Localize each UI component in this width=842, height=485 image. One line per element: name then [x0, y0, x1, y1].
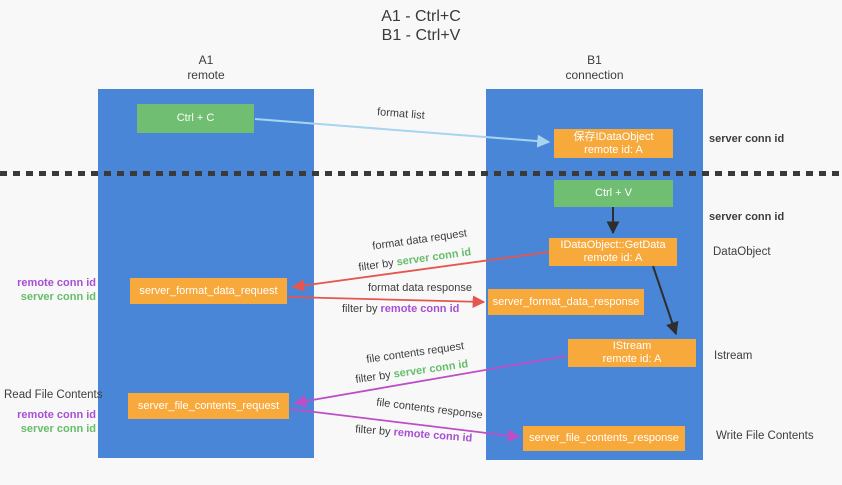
lane-b1-title: B1 [587, 53, 602, 67]
node-format-response-label: server_format_data_response [492, 295, 640, 308]
right-server-conn-id-top: server conn id [709, 133, 785, 145]
node-server-file-contents-response: server_file_contents_response [523, 426, 685, 451]
right-write-file-contents-label: Write File Contents [716, 430, 814, 442]
edge-label-file-contents-response: file contents response [375, 396, 484, 422]
remote-conn-id-label: remote conn id [17, 277, 96, 289]
server-conn-id-label: server conn id [20, 423, 96, 435]
lane-a1-title: A1 [198, 53, 214, 67]
edge-label-format-list: format list [376, 106, 426, 122]
lane-b1-subtitle: connection [565, 68, 624, 82]
node-ctrl-c-label: Ctrl + C [176, 112, 215, 124]
node-save-idataobject-line2: remote id: A [584, 143, 643, 156]
node-idataobject-getdata: IDataObject::GetData remote id: A [549, 238, 677, 266]
right-istream-label: Istream [714, 350, 753, 362]
node-server-format-data-request: server_format_data_request [130, 278, 287, 304]
left-conn-id-labels-format: remote conn id server conn id [4, 276, 96, 304]
node-file-response-label: server_file_contents_response [529, 432, 679, 444]
lane-header-b1: B1 connection [486, 53, 703, 83]
right-server-conn-id-mid: server conn id [709, 211, 785, 223]
format-data-response-arrow [287, 295, 486, 309]
node-ctrl-v-label: Ctrl + V [595, 187, 632, 199]
remote-conn-id-text: remote conn id [380, 303, 460, 315]
node-save-idataobject-line1: 保存IDataObject [573, 130, 654, 143]
node-format-request-label: server_format_data_request [139, 284, 278, 297]
node-istream-line1: IStream [612, 340, 652, 352]
read-file-contents-label: Read File Contents [4, 389, 103, 401]
node-server-file-contents-request: server_file_contents_request [128, 393, 289, 419]
server-conn-id-label: server conn id [20, 291, 96, 303]
title-line-b1: B1 - Ctrl+V [381, 27, 461, 44]
node-file-request-label: server_file_contents_request [137, 399, 280, 412]
server-conn-id-text: server conn id [395, 246, 473, 269]
node-istream-line2: remote id: A [602, 353, 662, 365]
filter-by-text: filter by [354, 368, 395, 386]
node-getdata-line2: remote id: A [583, 252, 643, 264]
remote-conn-id-label: remote conn id [17, 409, 96, 421]
edge-label-file-contents-response-filter: filter by remote conn id [355, 423, 473, 444]
node-istream: IStream remote id: A [568, 339, 696, 367]
node-getdata-line1: IDataObject::GetData [560, 239, 666, 251]
lane-header-a1: A1 remote [98, 53, 314, 83]
left-conn-id-labels-file: Read File Contents remote conn id server… [4, 388, 103, 436]
filter-by-text: filter by [357, 256, 398, 274]
edge-label-format-data-response-filter: filter by remote conn id [342, 303, 459, 315]
remote-conn-id-text: remote conn id [393, 426, 473, 445]
filter-by-text: filter by [354, 423, 395, 439]
diagram-title: A1 - Ctrl+C B1 - Ctrl+V [0, 7, 842, 45]
node-ctrl-v: Ctrl + V [554, 180, 673, 207]
filter-by-text: filter by [342, 303, 381, 315]
node-server-format-data-response: server_format_data_response [488, 289, 644, 315]
lane-a1-subtitle: remote [187, 68, 225, 82]
edge-label-format-data-response: format data response [368, 282, 472, 294]
title-line-a1: A1 - Ctrl+C [381, 8, 461, 25]
server-conn-id-text: server conn id [392, 358, 470, 381]
node-ctrl-c: Ctrl + C [137, 104, 254, 133]
node-save-idataobject: 保存IDataObject remote id: A [554, 129, 673, 158]
right-dataobject-label: DataObject [713, 246, 771, 258]
